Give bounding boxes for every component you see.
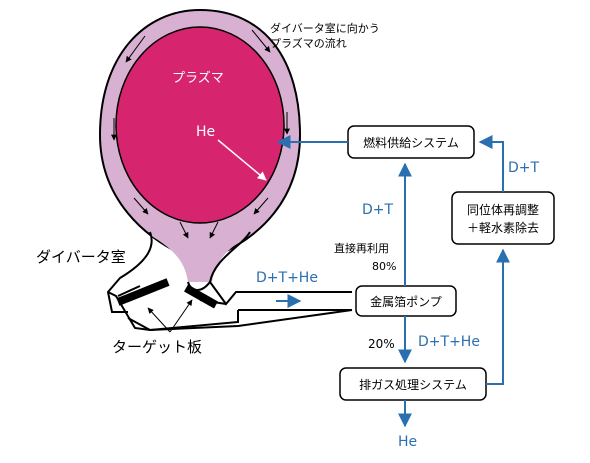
target-plate-label: ターゲット板: [112, 338, 202, 356]
divertor-chamber-walls: [106, 231, 353, 332]
exhaust-processing-text: 排ガス処理システム: [359, 378, 467, 392]
dt-from-isotope-label: D+T: [508, 160, 540, 176]
target-pointer-left: [147, 307, 171, 333]
isotope-separation-box: [451, 191, 555, 245]
he-in-plasma-label: He: [196, 124, 215, 140]
plasma-flow-label-1: ダイバータ室に向かう: [270, 21, 380, 35]
flow-connectors: [276, 135, 510, 428]
exhaust-ratio-label: 20%: [368, 337, 395, 351]
flow-to-pump-label: D+T+He: [256, 270, 318, 286]
edge-flow-arrows: [111, 29, 290, 239]
plasma-flow-label-2: プラズマの流れ: [270, 36, 347, 50]
isotope-separation-text-1: 同位体再調整: [467, 202, 539, 217]
he-arrow: [217, 139, 267, 181]
plasma-label: プラズマ: [172, 70, 224, 86]
divertor-neck: [150, 235, 250, 282]
metal-foil-pump-text: 金属箔ポンプ: [370, 294, 442, 309]
target-plate-left: [116, 278, 170, 306]
flow-to-exhaust-label: D+T+He: [418, 334, 480, 350]
he-out-label: He: [398, 434, 417, 450]
target-pointer-right: [169, 299, 193, 333]
divertor-chamber-label: ダイバータ室: [36, 248, 126, 266]
target-plate-right: [184, 284, 218, 309]
isotope-to-fuel-arrow: [478, 135, 504, 192]
recycle-label-1: 直接再利用: [334, 241, 389, 255]
fuel-supply-text: 燃料供給システム: [363, 135, 459, 150]
plasma-core: [115, 26, 285, 224]
recycle-label-2: 80%: [372, 260, 396, 273]
exhaust-to-isotope-arrow: [486, 248, 510, 385]
isotope-separation-text-2: ＋軽水素除去: [467, 220, 539, 235]
dt-recycle-label: D+T: [362, 202, 394, 218]
